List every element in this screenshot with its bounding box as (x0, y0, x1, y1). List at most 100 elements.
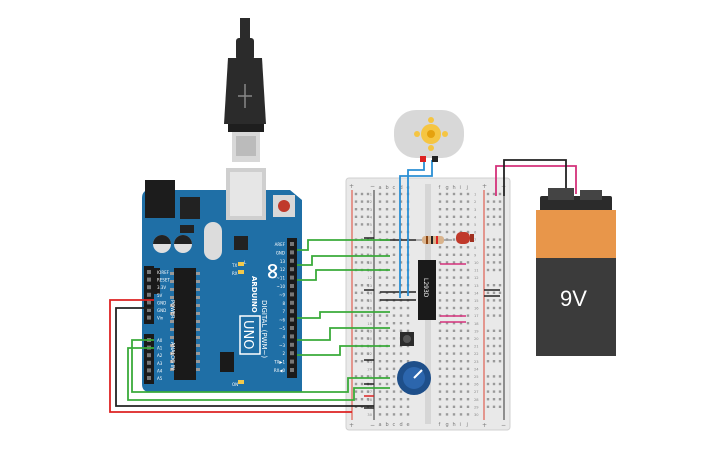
power-pin[interactable] (147, 285, 151, 290)
wire-batt-minus (503, 159, 567, 196)
top-pin-label: ~9 (279, 292, 285, 297)
resistor-icon (416, 236, 452, 244)
bb-row-label: 22 (474, 352, 479, 356)
bb-col-label: a (379, 422, 382, 428)
bb-col-label: g (446, 185, 449, 191)
bb-row-label: 23 (474, 360, 479, 364)
bb-row-label: 25 (367, 375, 372, 379)
bb-row-label: 27 (474, 390, 479, 394)
bb-col-label: c (393, 185, 396, 191)
rail-minus-bl: − (370, 422, 375, 429)
battery-icon: 9V (536, 188, 616, 356)
top-pin[interactable] (290, 342, 294, 347)
wires (109, 159, 577, 413)
bb-col-label: f (439, 185, 441, 191)
bb-row-label: 18 (367, 322, 372, 326)
power-pin[interactable] (147, 315, 151, 320)
bb-row-label: 25 (474, 375, 479, 379)
bb-col-label: a (379, 185, 382, 191)
top-pin-label: 7 (282, 309, 285, 314)
top-pin[interactable] (290, 284, 294, 288)
bb-row-label: 28 (474, 398, 479, 402)
bb-col-label: h (453, 185, 456, 191)
power-pin[interactable] (147, 292, 151, 297)
wire-batt-plus (495, 165, 577, 196)
analog-pin[interactable] (147, 376, 151, 380)
analog-pin[interactable] (147, 360, 151, 365)
top-pin[interactable] (290, 267, 294, 272)
bb-col-label: h (453, 422, 456, 428)
power-pin[interactable] (147, 277, 151, 282)
bb-row-label: 4 (370, 215, 373, 219)
power-pin[interactable] (147, 308, 151, 312)
top-pin[interactable] (290, 334, 294, 339)
top-pin[interactable] (290, 309, 294, 314)
top-pin-label: 12 (280, 267, 286, 272)
analog-pin[interactable] (147, 353, 151, 358)
top-pin-label: 2 (282, 351, 285, 356)
bb-row-label: 23 (367, 360, 372, 364)
bb-row-label: 24 (474, 367, 479, 371)
bb-row-label: 17 (474, 314, 479, 318)
top-pin[interactable] (290, 258, 294, 263)
bb-row-label: 16 (367, 307, 372, 311)
analog-pin-label: A1 (157, 346, 163, 351)
analog-pin-label: A2 (157, 353, 163, 358)
top-pin-label: 8 (282, 301, 285, 306)
usb-cable-icon (224, 18, 266, 162)
bb-row-label: 19 (474, 329, 479, 333)
tx-led-label: TX (231, 263, 237, 268)
top-pin[interactable] (290, 242, 294, 246)
top-pin-label: RX◀0 (274, 368, 286, 373)
power-pin-label: RESET (157, 278, 170, 283)
bb-row-label: 24 (367, 367, 372, 371)
power-label: POWER (169, 300, 175, 319)
power-pin[interactable] (147, 270, 151, 274)
analog-pin-label: A0 (157, 338, 163, 343)
bb-row-label: 4 (474, 215, 477, 219)
arduino-model: UNO (240, 320, 255, 349)
bb-row-label: 29 (474, 405, 479, 409)
wire-5v (109, 299, 352, 413)
bb-col-label: f (439, 422, 441, 428)
bb-row-label: 14 (474, 291, 479, 295)
bb-row-label: 1 (370, 193, 372, 197)
bb-col-label: d (400, 185, 403, 191)
top-pin[interactable] (290, 368, 294, 372)
top-pin[interactable] (290, 300, 294, 305)
rail-minus-tl: − (370, 183, 375, 190)
arduino-board: ∞ ARDUINO DIGITAL (PWM~) UNO POWER ANALO… (142, 168, 302, 392)
bb-row-label: 30 (367, 413, 372, 417)
bb-row-label: 5 (474, 223, 476, 227)
top-pin[interactable] (290, 317, 294, 322)
wire-pin3 (297, 345, 390, 356)
top-pin[interactable] (290, 326, 294, 330)
power-pin-label: 5V (157, 293, 163, 298)
wire-a1 (127, 347, 390, 401)
rail-plus-br: + (482, 422, 487, 429)
wire-pin7 (297, 311, 390, 319)
top-pin[interactable] (290, 351, 294, 356)
power-pin[interactable] (147, 300, 151, 305)
potentiometer-icon[interactable] (397, 361, 431, 395)
analog-pin[interactable] (147, 368, 151, 373)
analog-pin-label: A4 (157, 368, 163, 373)
top-pin[interactable] (290, 292, 294, 297)
dc-motor-icon (394, 110, 464, 162)
wire-motor-2 (399, 160, 433, 298)
bb-row-label: 6 (370, 231, 373, 235)
top-pin[interactable] (290, 275, 294, 280)
top-pin[interactable] (290, 359, 294, 364)
bb-row-label: 19 (367, 329, 372, 333)
usb-chip (234, 236, 248, 250)
bb-row-label: 3 (474, 208, 476, 212)
top-pin-label: ~10 (277, 284, 286, 289)
top-pin[interactable] (290, 250, 294, 255)
bb-row-label: 28 (367, 398, 372, 402)
bb-col-label: e (407, 422, 410, 428)
pushbutton-icon[interactable] (400, 332, 414, 346)
top-pin-label: 4 (282, 334, 285, 339)
top-pin-label: ~6 (279, 318, 285, 323)
bb-row-label: 12 (474, 276, 479, 280)
